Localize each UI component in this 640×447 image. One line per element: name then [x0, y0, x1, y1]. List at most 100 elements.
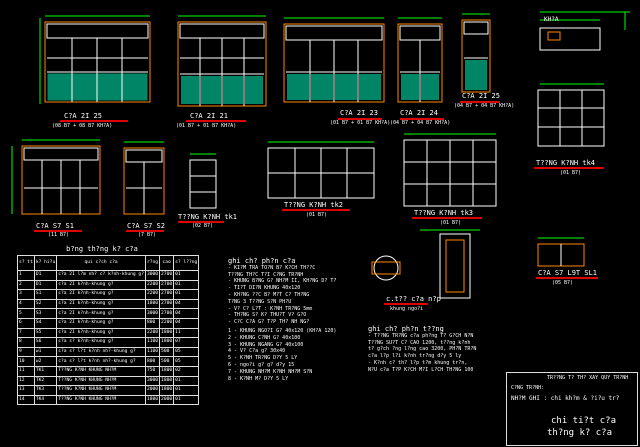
note-line: 3 - KHUNG NGANG G? 40x100 — [228, 341, 304, 348]
sub-glass-k2nh-tk4: (01 B7) — [560, 170, 582, 176]
table-cell: 04 — [173, 308, 200, 319]
table-cell: 2000 — [159, 394, 175, 406]
glass-k2nh-tk3-drawing[interactable] — [403, 133, 497, 207]
table-cell: 6 — [17, 317, 35, 329]
label-glass-k2nh-tk2: T??NG K?NH tk2 — [284, 201, 344, 209]
table-cell: 750 — [144, 365, 161, 377]
table-cell: 2200 — [144, 289, 161, 300]
detail-sub: khung ngo?i — [390, 306, 424, 312]
table-cell: 4 — [17, 298, 35, 310]
table-cell: 500 — [159, 346, 175, 358]
schedule-header-cell: s? l??ng — [173, 255, 200, 271]
titleblock-line3: chi ti?t c?a — [551, 416, 617, 426]
table-cell: 2000 — [144, 385, 161, 396]
table-cell: 1800 — [159, 375, 175, 387]
table-cell: 2700 — [159, 308, 175, 319]
sub-door-c2a-21-21: (01 B7 + 01 B7 KH?A) — [176, 123, 237, 129]
door-c2a-21-25b-drawing[interactable] — [461, 13, 491, 93]
sub-window-c2a-s7-s2: (7 B7) — [138, 232, 157, 238]
note-line: 6 - ngo?i g? g? d?y 15 — [228, 361, 295, 368]
table-cell: 07 — [173, 337, 200, 348]
schedule-header-cell: s? tt — [17, 255, 35, 271]
table-cell: c?a s? l?t k?nh nh?-khung g? — [56, 356, 146, 367]
top-right-label: KH?A — [544, 16, 559, 23]
table-cell: 800 — [144, 356, 161, 367]
table-cell: 2 — [17, 279, 35, 291]
sub-door-c2a-21-23: (01 B7 + 01 B7 KH?A) — [330, 120, 391, 126]
door-c2a-21-25-drawing[interactable] — [39, 15, 151, 104]
table-cell: 04 — [173, 317, 200, 329]
table-cell: 01 — [173, 279, 200, 291]
table-cell: TK2 — [33, 375, 58, 387]
table-cell: 01 — [173, 375, 200, 387]
table-cell: w1 — [33, 346, 58, 358]
note-line: T??NG SU?T C? CAO 1200, t??ng k?nh — [368, 339, 471, 346]
table-cell: 2200 — [144, 279, 161, 291]
note-line: - TH?NG S? K? THU?T V? G?O — [228, 312, 307, 319]
note-line: 5 - K?NH TR?NG D?Y 5 LY — [228, 355, 298, 362]
table-cell: T??NG K?NH KHUNG NH?M — [56, 365, 146, 377]
table-cell: 1800 — [144, 394, 161, 406]
note-line: - K?nh c? th? l?p t?m khung tr?n, — [368, 359, 468, 366]
table-cell: 1800 — [159, 327, 175, 339]
table-cell: c?a 2I l?m nh? c? k?nh-khung g? — [56, 270, 146, 281]
label-door-c2a-21-24: C?A 2I 24 — [400, 109, 438, 117]
table-cell: S2 — [33, 298, 58, 310]
door-c2a-21-23-drawing[interactable] — [283, 17, 385, 103]
table-cell: 01 — [173, 394, 200, 406]
title-block: TR??NG T? TH? XAY QUY TR?NH C?NG TR?NH: … — [506, 372, 638, 446]
note-line: 7 - KHUNG NH?M K?NH NH?M S?N — [228, 368, 313, 375]
glass-k2nh-tk4-drawing[interactable] — [537, 83, 605, 147]
table-cell: 500 — [159, 356, 175, 367]
table-cell: D1 — [33, 279, 58, 291]
glass-k2nh-tk1-drawing[interactable] — [189, 153, 217, 209]
table-cell: 05 — [173, 346, 200, 358]
table-cell: D1 — [33, 270, 58, 281]
table-cell: c?a 2I k?nh-khung g? — [56, 289, 146, 300]
top-right-detail-drawing[interactable] — [539, 11, 630, 51]
label-door-c2a-21-21: C?A 2I 21 — [190, 112, 228, 120]
table-cell: 13 — [17, 385, 35, 396]
window-c2a-s7-l9t-sl1-drawing[interactable] — [537, 237, 585, 267]
table-cell: c?a 2I k?nh-khung g? — [56, 317, 146, 329]
glass-k2nh-tk2-drawing[interactable] — [267, 141, 375, 199]
sub-glass-k2nh-tk1: (02 B7) — [192, 223, 214, 229]
door-c2a-21-21-drawing[interactable] — [177, 15, 267, 107]
table-cell: 2200 — [159, 317, 175, 329]
label-door-c2a-21-25b: C?A 2I 25 — [462, 92, 500, 100]
table-cell: TK1 — [33, 365, 58, 377]
sub-window-c2a-s7-s1: (11 B7) — [48, 232, 70, 238]
notes-door-section: ghi ch? ph?n c?a - KI?M TRA TO?N B? K?CH… — [228, 258, 336, 382]
table-cell: S3 — [33, 308, 58, 319]
schedule-header-cell: k? hi?u — [33, 255, 58, 271]
window-c2a-s7-s1-drawing[interactable] — [11, 139, 101, 215]
window-c2a-s7-s2-drawing[interactable] — [123, 141, 165, 215]
door-c2a-21-24-drawing[interactable] — [397, 17, 443, 103]
table-cell: S5 — [33, 327, 58, 339]
table-cell: 1100 — [144, 337, 161, 348]
label-door-c2a-21-25: C?A 2I 25 — [64, 112, 102, 120]
table-cell: c?a 2I k?nh-khung g? — [56, 327, 146, 339]
section-detail-drawing[interactable] — [371, 229, 480, 299]
table-cell: 2700 — [159, 298, 175, 310]
table-cell: w2 — [33, 356, 58, 367]
table-cell: 1800 — [159, 337, 175, 348]
table-cell: 8 — [17, 337, 35, 348]
